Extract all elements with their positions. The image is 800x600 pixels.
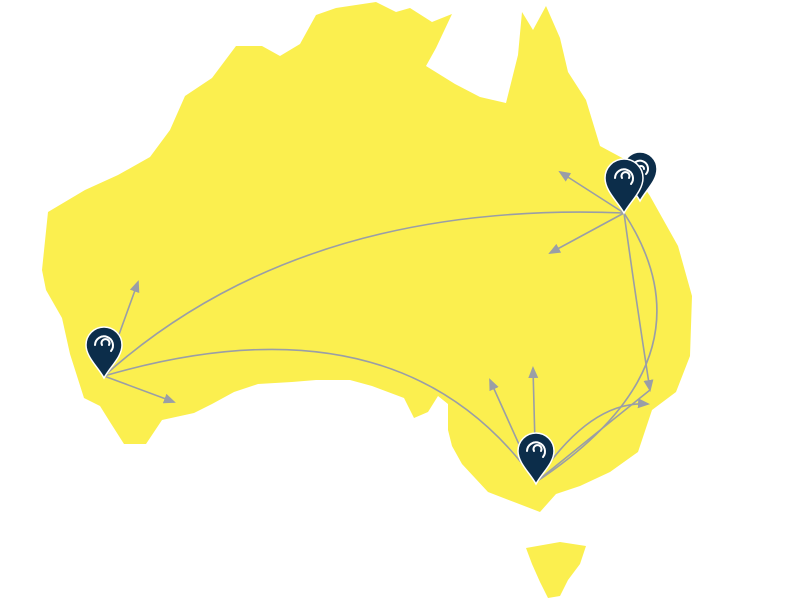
route-brisbane-melbourne [535,212,658,483]
map-pin-icon[interactable] [517,432,555,486]
mainland-australia [42,2,692,512]
route-brisbane-east-coast [623,212,654,392]
route-perth-south-east [103,375,176,404]
map-pin-icon[interactable] [85,326,123,380]
tasmania [526,542,586,598]
routes-from-brisbane [103,170,658,483]
route-melbourne-east-lower [535,389,651,483]
route-brisbane-perth [103,211,625,377]
route-brisbane-north-west [558,170,625,214]
route-brisbane-inland [548,212,625,254]
route-perth-melbourne [103,348,537,483]
map-pin-icon[interactable] [604,158,644,215]
